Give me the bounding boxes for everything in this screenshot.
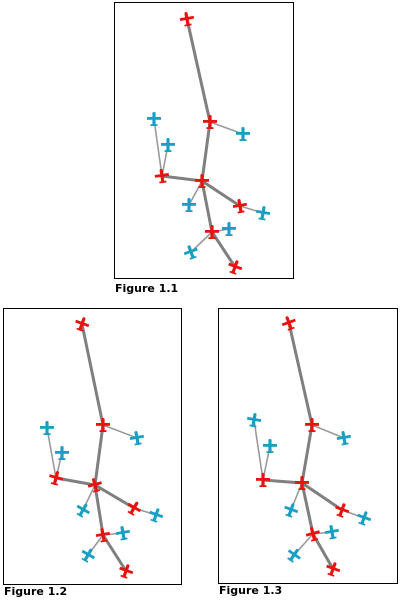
red-airplane-icon bbox=[96, 418, 110, 432]
link-line bbox=[287, 321, 314, 427]
link-line bbox=[300, 481, 344, 512]
red-airplane-icon bbox=[95, 528, 111, 543]
blue-airplane-icon bbox=[161, 138, 175, 152]
red-airplane-icon bbox=[305, 527, 320, 542]
figure-1-3-diagram bbox=[246, 316, 372, 577]
figure-1-2-caption: Figure 1.2 bbox=[4, 585, 68, 598]
red-airplane-icon bbox=[75, 317, 90, 332]
blue-airplane-icon bbox=[263, 439, 277, 453]
figure-1-1-diagram bbox=[147, 12, 271, 275]
figure-1-3-frame bbox=[218, 308, 398, 584]
blue-airplane-icon bbox=[287, 548, 301, 563]
red-airplane-icon bbox=[195, 174, 209, 188]
blue-airplane-icon bbox=[40, 421, 54, 435]
link-line bbox=[46, 427, 57, 479]
figure-1-3-caption: Figure 1.3 bbox=[219, 584, 283, 597]
blue-airplane-icon bbox=[255, 206, 271, 221]
link-line bbox=[153, 118, 163, 177]
link-line bbox=[253, 419, 264, 481]
red-airplane-icon bbox=[119, 564, 134, 579]
link-line bbox=[200, 120, 212, 183]
link-line bbox=[185, 17, 212, 124]
blue-airplane-icon bbox=[76, 503, 91, 518]
figure-1-2-frame bbox=[3, 308, 182, 585]
link-line bbox=[210, 230, 237, 269]
blue-airplane-icon bbox=[246, 413, 262, 428]
link-line bbox=[188, 180, 203, 206]
link-line bbox=[80, 322, 105, 427]
blue-airplane-icon bbox=[336, 431, 352, 446]
red-airplane-icon bbox=[49, 471, 64, 486]
link-line bbox=[93, 423, 105, 487]
blue-airplane-icon bbox=[147, 112, 161, 126]
figure-1-1-frame bbox=[114, 2, 294, 279]
link-line bbox=[200, 179, 242, 208]
red-airplane-icon bbox=[305, 418, 319, 432]
blue-airplane-icon bbox=[183, 245, 198, 260]
blue-airplane-icon bbox=[236, 127, 250, 141]
red-airplane-icon bbox=[127, 501, 142, 516]
link-line bbox=[102, 424, 138, 439]
blue-airplane-icon bbox=[129, 431, 145, 446]
red-airplane-icon bbox=[228, 260, 243, 275]
link-line bbox=[300, 481, 315, 536]
link-line bbox=[300, 423, 314, 485]
blue-airplane-icon bbox=[81, 548, 96, 563]
red-airplane-icon bbox=[295, 476, 309, 490]
link-line bbox=[311, 424, 345, 439]
link-line bbox=[93, 483, 136, 510]
blue-airplane-icon bbox=[182, 198, 196, 212]
red-airplane-icon bbox=[335, 503, 350, 518]
blue-airplane-icon bbox=[55, 446, 69, 460]
red-airplane-icon bbox=[281, 316, 296, 331]
figure-1-1-caption: Figure 1.1 bbox=[115, 282, 179, 295]
link-line bbox=[200, 179, 214, 234]
red-airplane-icon bbox=[154, 169, 170, 184]
red-airplane-icon bbox=[87, 478, 102, 493]
red-airplane-icon bbox=[203, 115, 217, 129]
red-airplane-icon bbox=[256, 473, 270, 487]
red-airplane-icon bbox=[205, 225, 219, 239]
red-airplane-icon bbox=[232, 199, 248, 214]
blue-airplane-icon bbox=[324, 525, 340, 540]
blue-airplane-icon bbox=[115, 526, 131, 541]
red-airplane-icon bbox=[326, 562, 341, 577]
blue-airplane-icon bbox=[357, 511, 372, 526]
red-airplane-icon bbox=[179, 12, 195, 27]
blue-airplane-icon bbox=[222, 222, 236, 236]
blue-airplane-icon bbox=[149, 508, 164, 523]
figure-1-2-diagram bbox=[40, 317, 164, 579]
blue-airplane-icon bbox=[284, 503, 299, 518]
link-line bbox=[93, 483, 105, 537]
